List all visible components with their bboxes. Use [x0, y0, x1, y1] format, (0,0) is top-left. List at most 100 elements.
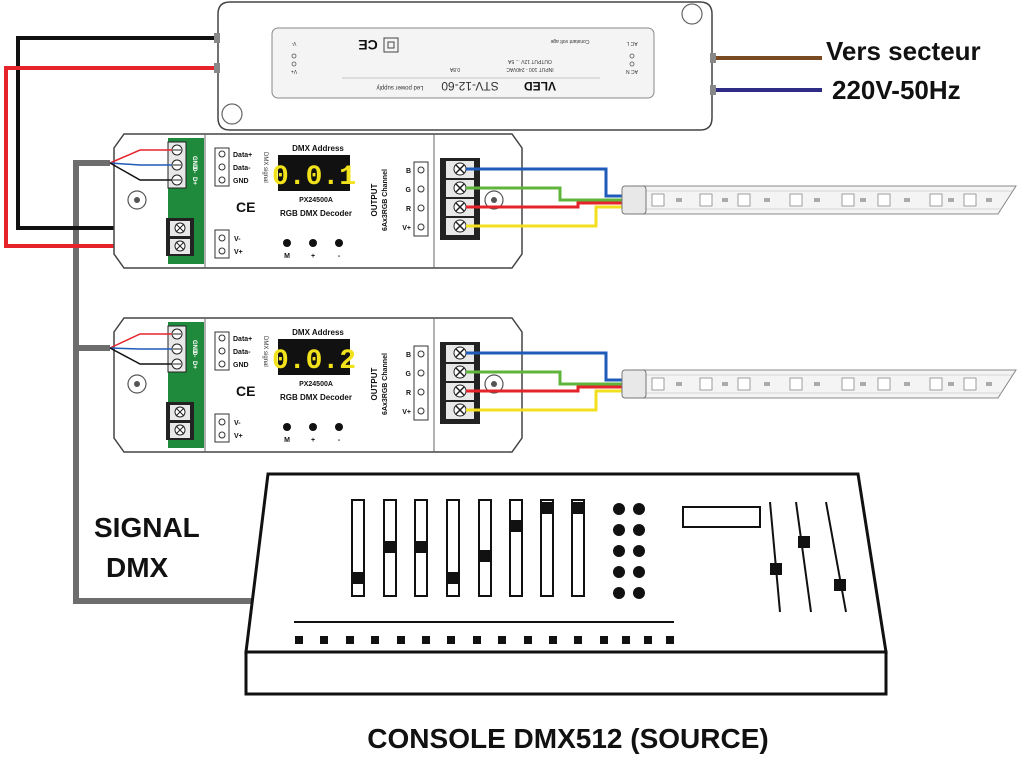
label-data-minus: Data-	[233, 165, 251, 172]
console-button[interactable]	[633, 587, 645, 599]
console-key[interactable]	[549, 636, 557, 644]
mains-label-line2: 220V-50Hz	[832, 75, 961, 105]
psu-term-right-1: AC L	[626, 40, 637, 46]
console-key[interactable]	[447, 636, 455, 644]
dmx-address-value: 0.0.1	[272, 162, 356, 193]
master-slider-knob[interactable]	[798, 536, 810, 548]
dmx-address-value: 0.0.2	[272, 346, 356, 377]
label-v-minus: V-	[234, 236, 241, 243]
dmx-decoder-1: GND D- D+ Data+ Data- GND DMX signal CE	[113, 133, 523, 269]
console-key[interactable]	[346, 636, 354, 644]
mains-label-line1: Vers secteur	[826, 36, 981, 66]
console-key[interactable]	[644, 636, 652, 644]
console-key[interactable]	[574, 636, 582, 644]
fader[interactable]	[540, 499, 554, 597]
fader[interactable]	[414, 499, 428, 597]
channel-vplus-label: V+	[402, 409, 411, 416]
console-button[interactable]	[613, 524, 625, 536]
output-label: OUTPUT	[370, 367, 379, 400]
console-key[interactable]	[498, 636, 506, 644]
button-minus[interactable]	[335, 239, 343, 247]
mains-wires	[708, 56, 822, 92]
channel-labels: B G R V+	[402, 345, 429, 421]
console-key[interactable]	[371, 636, 379, 644]
console-button[interactable]	[633, 566, 645, 578]
console-key[interactable]	[600, 636, 608, 644]
output-sub-label: 6Ax3RGB Channel	[382, 353, 389, 415]
console-key[interactable]	[320, 636, 328, 644]
label-data-plus: Data+	[233, 152, 252, 159]
psu-output-wires	[4, 36, 220, 248]
console-key[interactable]	[666, 636, 674, 644]
psu-current: 0.8A	[449, 66, 460, 72]
decoder-ce: CE	[236, 383, 255, 399]
fader[interactable]	[509, 499, 523, 597]
master-slider-knob[interactable]	[834, 579, 846, 591]
label-v-minus: V-	[234, 420, 241, 427]
decoder-model: PX24500A	[299, 381, 333, 388]
pcb-label-gnd: GND	[191, 340, 197, 354]
console-button[interactable]	[613, 587, 625, 599]
console-key[interactable]	[422, 636, 430, 644]
pcb-label-dplus: D+	[191, 361, 197, 369]
decoder-1-output-wires	[466, 167, 624, 228]
channel-b-label: B	[406, 352, 411, 359]
label-gnd: GND	[233, 178, 249, 185]
signal-terminal-labels: Data+ Data- GND DMX signal	[214, 147, 268, 187]
console-button[interactable]	[613, 545, 625, 557]
double-insulation-icon	[383, 37, 399, 53]
power-supply: STV-12-60 VLED Led power supply INPUT 10…	[214, 1, 716, 131]
console-key[interactable]	[295, 636, 303, 644]
master-slider-knob[interactable]	[770, 563, 782, 575]
button-minus[interactable]	[335, 423, 343, 431]
bottom-button-row	[295, 636, 674, 644]
button-plus[interactable]	[309, 239, 317, 247]
button-m[interactable]	[283, 423, 291, 431]
button-plus[interactable]	[309, 423, 317, 431]
psu-brand: VLED	[524, 79, 556, 93]
decoder-1-signal-wires	[109, 149, 172, 181]
output-terminal-block[interactable]	[440, 158, 480, 240]
button-m[interactable]	[283, 239, 291, 247]
output-sub-label: 6Ax3RGB Channel	[382, 169, 389, 231]
fader[interactable]	[478, 499, 492, 597]
decoder-name: RGB DMX Decoder	[280, 393, 352, 402]
label-gnd: GND	[233, 362, 249, 369]
channel-b-label: B	[406, 168, 411, 175]
console-caption: CONSOLE DMX512 (SOURCE)	[367, 723, 768, 754]
pcb-label-dplus: D+	[191, 177, 197, 185]
console-button[interactable]	[633, 545, 645, 557]
signal-dmx-label-line2: DMX	[106, 552, 169, 583]
psu-subtitle: Led power supply	[376, 84, 423, 90]
console-button[interactable]	[613, 566, 625, 578]
console-button[interactable]	[613, 503, 625, 515]
mount-hole	[681, 3, 703, 25]
console-key[interactable]	[397, 636, 405, 644]
psu-output: OUTPUT 12V ... 5A	[507, 58, 551, 64]
decoder-2-output-wires	[466, 351, 624, 412]
strip-connector	[621, 369, 647, 399]
master-sliders	[769, 501, 847, 613]
console-button[interactable]	[633, 524, 645, 536]
fader[interactable]	[571, 499, 585, 597]
console-key[interactable]	[473, 636, 481, 644]
psu-ce: CE	[358, 37, 377, 53]
console-key[interactable]	[524, 636, 532, 644]
decoder-buttons: M + -	[283, 423, 343, 444]
dmx-address-title: DMX Address	[292, 328, 344, 337]
console-button[interactable]	[633, 503, 645, 515]
dmx-input-terminal[interactable]	[167, 325, 187, 373]
channel-r-label: R	[406, 390, 411, 397]
decoder-ce: CE	[236, 199, 255, 215]
console-key[interactable]	[622, 636, 630, 644]
power-input-terminal[interactable]	[166, 402, 194, 440]
button-minus-label: -	[338, 437, 341, 444]
fader[interactable]	[351, 499, 365, 597]
strip-connector	[621, 185, 647, 215]
power-input-terminal[interactable]	[166, 218, 194, 256]
pcb-label-gnd: GND	[191, 156, 197, 170]
fader[interactable]	[383, 499, 397, 597]
channel-g-label: G	[406, 371, 412, 378]
fader[interactable]	[446, 499, 460, 597]
